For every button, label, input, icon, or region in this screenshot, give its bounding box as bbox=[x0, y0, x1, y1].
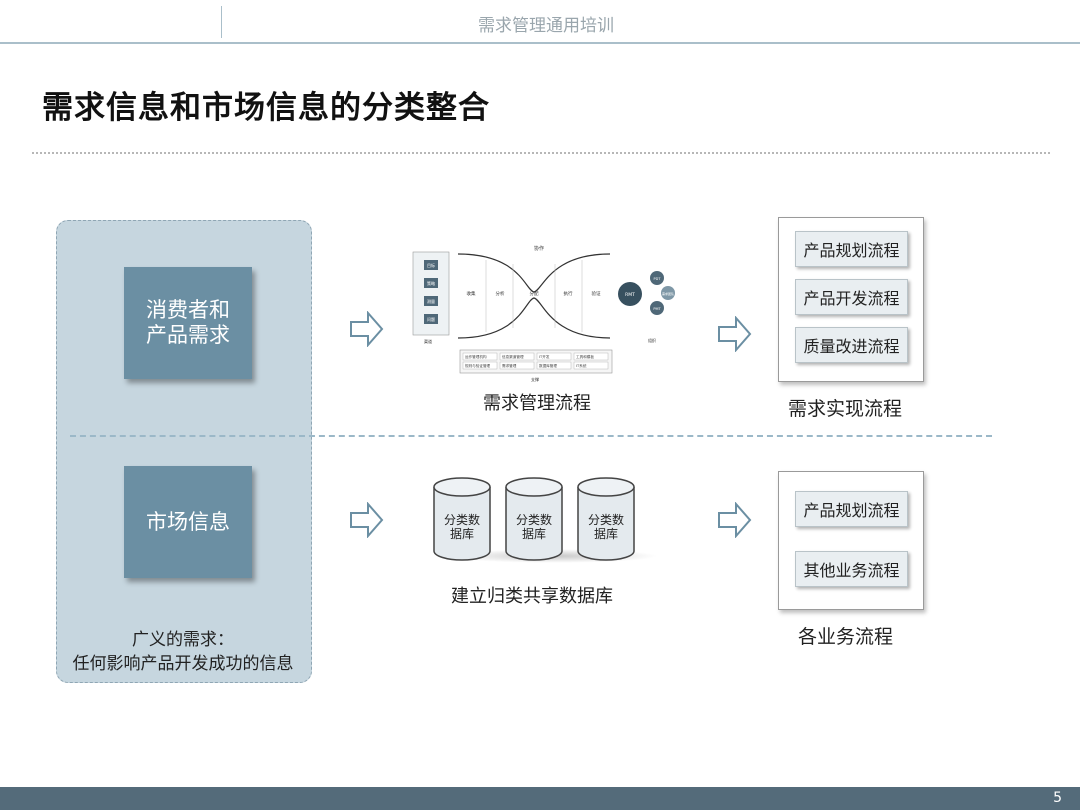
section-divider bbox=[70, 435, 992, 437]
diagram-circle: PMT bbox=[653, 307, 661, 311]
title-divider bbox=[32, 152, 1050, 154]
business-process-list: 产品规划流程 其他业务流程 bbox=[778, 471, 924, 610]
realization-process-caption: 需求实现流程 bbox=[788, 398, 903, 420]
diagram-step: 测量 bbox=[427, 298, 435, 304]
diagram-support-item: 需求管理 bbox=[502, 363, 517, 368]
diagram-stage: 执行 bbox=[564, 290, 573, 297]
right-arrow-icon bbox=[718, 316, 752, 352]
diagram-support-item: 数据库管理 bbox=[539, 363, 557, 368]
consumer-product-needs-box: 消费者和产品需求 bbox=[124, 267, 252, 379]
page-title: 需求信息和市场信息的分类整合 bbox=[42, 90, 490, 126]
header-rule bbox=[0, 42, 1080, 44]
diagram-step: 目标 bbox=[427, 262, 435, 268]
database-label: 分类数据库 bbox=[588, 513, 625, 541]
database-label: 分类数据库 bbox=[516, 513, 553, 541]
diagram-left-label: 渠道 bbox=[424, 338, 432, 344]
diagram-support-item: IT系统 bbox=[576, 363, 587, 368]
diagram-support-item: IT开发 bbox=[539, 354, 550, 359]
left-note-line2: 任何影响产品开发成功的信息 bbox=[72, 654, 294, 674]
left-note-line1: 广义的需求： bbox=[132, 630, 234, 650]
process-item: 质量改进流程 bbox=[795, 327, 908, 363]
diagram-right-label: 组织 bbox=[648, 337, 656, 343]
header-title: 需求管理通用培训 bbox=[478, 16, 614, 36]
diagram-step: 问题 bbox=[427, 316, 435, 322]
header-divider-tick bbox=[221, 6, 222, 38]
process-item: 产品规划流程 bbox=[795, 231, 908, 267]
diagram-support-item: 运作管理机构 bbox=[465, 354, 487, 359]
diagram-support-item: 工具和模板 bbox=[576, 354, 594, 359]
process-item: 产品规划流程 bbox=[795, 491, 908, 527]
process-item: 产品开发流程 bbox=[795, 279, 908, 315]
database-group: 分类数据库 分类数据库 分类数据库 bbox=[428, 477, 668, 567]
business-process-caption: 各业务流程 bbox=[798, 626, 894, 648]
footer-bar bbox=[0, 787, 1080, 810]
right-arrow-icon bbox=[350, 502, 384, 538]
diagram-circle: 需求团队 bbox=[662, 291, 674, 296]
diagram-circle: PDT bbox=[654, 277, 662, 281]
right-arrow-icon bbox=[350, 311, 384, 347]
diagram-stage: 分配 bbox=[530, 290, 539, 297]
consumer-product-needs-label: 消费者和产品需求 bbox=[146, 298, 230, 347]
database-icon bbox=[577, 477, 635, 561]
diagram-stage: 收集 bbox=[467, 290, 476, 297]
diagram-stage: 分析 bbox=[496, 290, 505, 297]
diagram-bottom-label: 支撑 bbox=[531, 376, 539, 382]
database-icon bbox=[505, 477, 563, 561]
requirement-process-diagram: 协作 目标 策略 测量 问题 渠道 收集 分析 分配 执行 验证 RMT PDT… bbox=[412, 245, 675, 382]
market-info-box: 市场信息 bbox=[124, 466, 252, 578]
page-number: 5 bbox=[1053, 790, 1062, 806]
left-note: 广义的需求： 任何影响产品开发成功的信息 bbox=[56, 628, 310, 676]
right-arrow-icon bbox=[718, 502, 752, 538]
diagram-step: 策略 bbox=[427, 280, 435, 286]
diagram-support-item: 规则与验证管理 bbox=[465, 363, 491, 368]
diagram-circle: RMT bbox=[625, 292, 635, 298]
realization-process-list: 产品规划流程 产品开发流程 质量改进流程 bbox=[778, 217, 924, 382]
database-icon bbox=[433, 477, 491, 561]
requirement-process-caption: 需求管理流程 bbox=[483, 393, 591, 414]
process-item: 其他业务流程 bbox=[795, 551, 908, 587]
market-info-label: 市场信息 bbox=[146, 509, 230, 534]
diagram-top-label: 协作 bbox=[534, 245, 544, 252]
shared-database-caption: 建立归类共享数据库 bbox=[451, 586, 613, 607]
diagram-left-steps: 目标 策略 测量 问题 bbox=[424, 260, 438, 324]
diagram-stage: 验证 bbox=[592, 290, 601, 297]
diagram-support-item: 信息渠道管理 bbox=[502, 354, 524, 359]
database-label: 分类数据库 bbox=[444, 513, 481, 541]
